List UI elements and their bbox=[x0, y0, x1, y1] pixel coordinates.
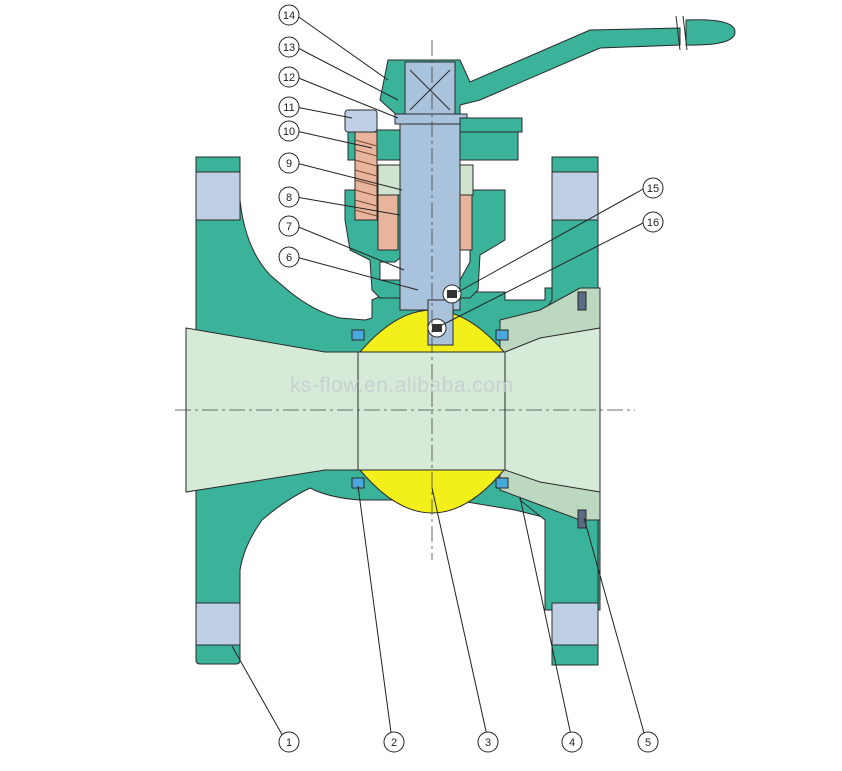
callout-1: 1 bbox=[278, 731, 300, 753]
bolt-hole-top-right bbox=[551, 171, 599, 221]
svg-text:12: 12 bbox=[283, 72, 295, 84]
body-gasket bbox=[577, 291, 587, 529]
leader-lines bbox=[231, 14, 647, 741]
seat-upper-left bbox=[351, 329, 365, 341]
bolt-hole-top-left bbox=[195, 171, 241, 221]
svg-text:8: 8 bbox=[286, 192, 292, 204]
callout-11: 11 bbox=[278, 96, 300, 118]
callout-7: 7 bbox=[278, 215, 300, 237]
callout-3: 3 bbox=[477, 731, 499, 753]
svg-text:5: 5 bbox=[645, 737, 651, 749]
callouts: 14 13 12 11 10 9 8 7 6 15 16 1 2 3 4 5 bbox=[278, 4, 664, 753]
svg-text:13: 13 bbox=[283, 42, 295, 54]
stem-shaft bbox=[399, 114, 461, 311]
svg-text:6: 6 bbox=[286, 252, 292, 264]
stop-plate bbox=[459, 117, 523, 133]
callout-16: 16 bbox=[642, 211, 664, 233]
callout-15: 15 bbox=[642, 177, 664, 199]
svg-text:9: 9 bbox=[286, 158, 292, 170]
bolt-hole-bottom-left bbox=[195, 602, 241, 646]
bolt-head bbox=[344, 109, 378, 133]
callout-14: 14 bbox=[278, 4, 300, 26]
callout-4: 4 bbox=[561, 731, 583, 753]
callout-5: 5 bbox=[637, 731, 659, 753]
lever-assembly bbox=[379, 15, 736, 133]
seat-upper-right bbox=[495, 329, 509, 341]
callout-2: 2 bbox=[383, 731, 405, 753]
seat-lower-right bbox=[495, 477, 509, 489]
stem bbox=[399, 94, 462, 346]
lever-grip bbox=[685, 19, 736, 46]
flow-bore bbox=[185, 287, 601, 521]
svg-text:7: 7 bbox=[286, 221, 292, 233]
packing-left bbox=[377, 194, 399, 251]
callout-6: 6 bbox=[278, 246, 300, 268]
bolt-hole-bottom-right bbox=[551, 602, 599, 646]
washer-12 bbox=[394, 113, 468, 125]
center-lines bbox=[175, 40, 635, 560]
stud-bolt bbox=[344, 109, 378, 221]
svg-text:16: 16 bbox=[647, 217, 659, 229]
svg-text:11: 11 bbox=[283, 102, 294, 114]
ball-bottom-segment bbox=[358, 469, 506, 514]
watermark-text: ks-flow.en.alibaba.com bbox=[290, 374, 513, 397]
flange-bolt-holes bbox=[195, 171, 599, 646]
callout-9: 9 bbox=[278, 152, 300, 174]
callout-10: 10 bbox=[278, 120, 300, 142]
callout-8: 8 bbox=[278, 186, 300, 208]
svg-text:14: 14 bbox=[283, 10, 295, 22]
gasket-lower bbox=[577, 509, 587, 529]
svg-text:4: 4 bbox=[569, 737, 575, 749]
callout-13: 13 bbox=[278, 36, 300, 58]
svg-text:15: 15 bbox=[647, 183, 659, 195]
svg-text:1: 1 bbox=[286, 737, 292, 749]
svg-text:3: 3 bbox=[485, 737, 491, 749]
svg-text:10: 10 bbox=[283, 126, 295, 138]
callout-12: 12 bbox=[278, 66, 300, 88]
gasket-upper bbox=[577, 291, 587, 311]
svg-text:2: 2 bbox=[391, 737, 397, 749]
